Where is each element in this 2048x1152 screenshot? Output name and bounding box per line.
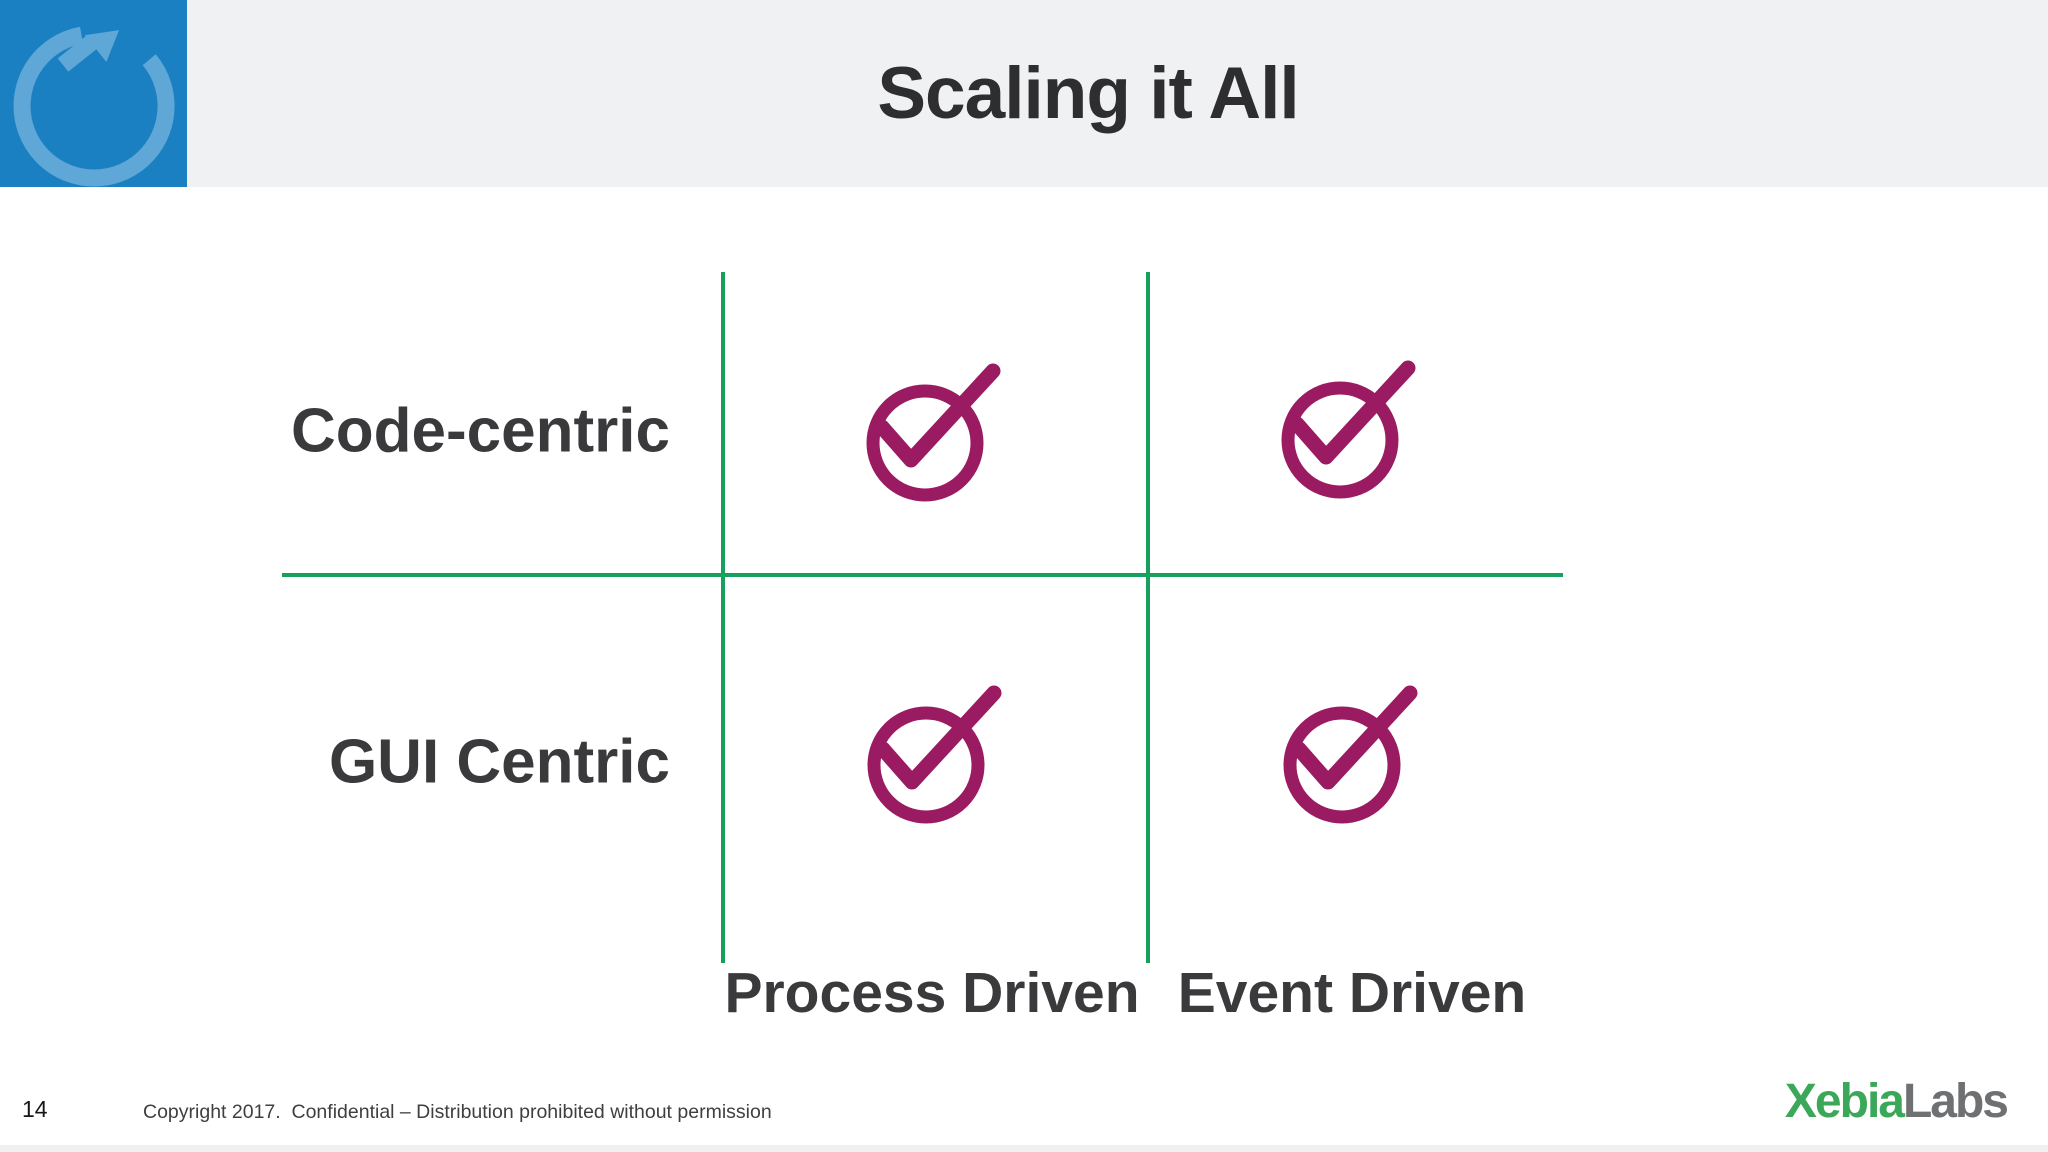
circular-arrow-icon bbox=[13, 26, 175, 187]
slide-header: Scaling it All bbox=[0, 0, 2048, 187]
checkmark-icon bbox=[1279, 683, 1429, 833]
deck-logo-tile bbox=[0, 0, 187, 187]
row-label-code-centric: Code-centric bbox=[291, 396, 670, 466]
col-label-event-driven: Event Driven bbox=[1177, 961, 1527, 1025]
checkmark-icon bbox=[863, 683, 1013, 833]
matrix-vertical-line-left bbox=[721, 272, 725, 963]
bottom-edge-strip bbox=[0, 1145, 2048, 1152]
xebialabs-logo-labs: Labs bbox=[1902, 1075, 2009, 1128]
matrix-vertical-line-right bbox=[1146, 272, 1150, 963]
checkmark-icon bbox=[862, 361, 1012, 511]
xebialabs-logo-xebia: Xebia bbox=[1784, 1075, 1905, 1128]
copyright-text: Copyright 2017. Confidential – Distribut… bbox=[143, 1101, 772, 1123]
checkmark-icon bbox=[1277, 358, 1427, 508]
page-number: 14 bbox=[22, 1096, 48, 1122]
col-label-process-driven: Process Driven bbox=[724, 961, 1140, 1025]
row-label-gui-centric: GUI Centric bbox=[328, 727, 670, 797]
xebialabs-logo: XebiaLabs bbox=[1784, 1074, 2009, 1129]
matrix-horizontal-line bbox=[282, 573, 1563, 577]
slide-title: Scaling it All bbox=[877, 53, 1299, 134]
